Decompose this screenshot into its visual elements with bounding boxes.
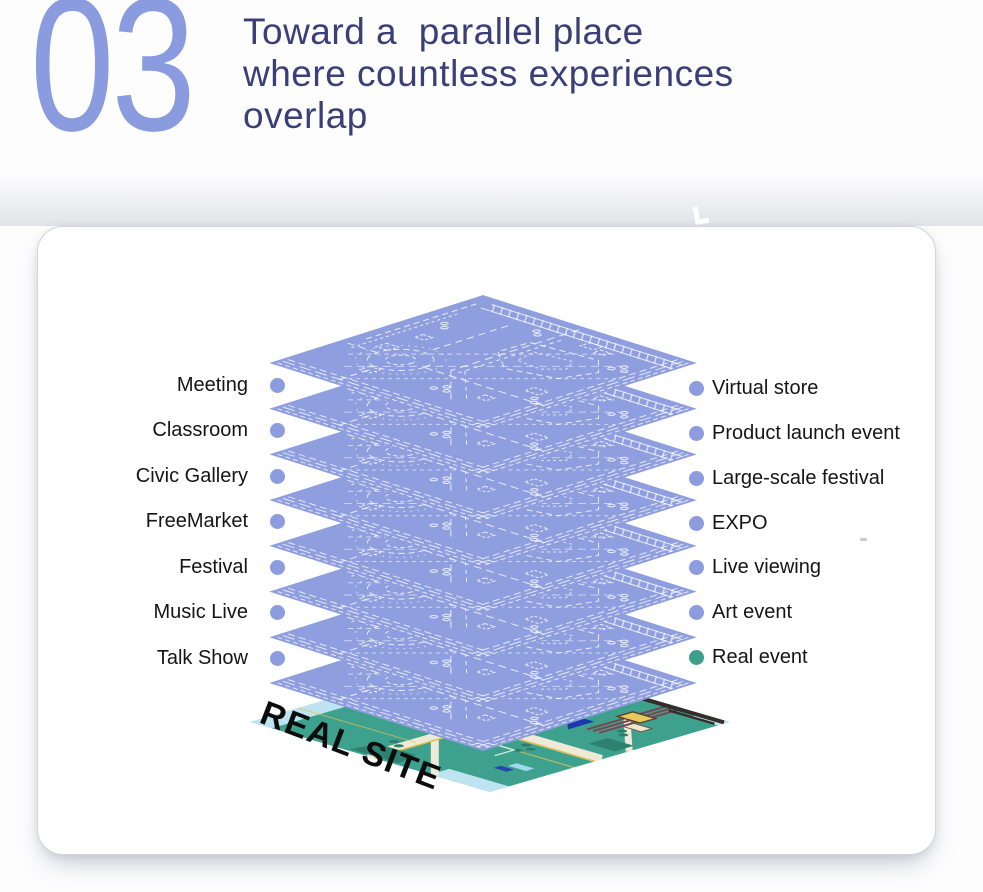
layer-label: Talk Show: [156, 647, 248, 669]
left-row: Civic Gallery: [136, 463, 285, 489]
layer-dot: [689, 470, 704, 486]
layer-dot: [689, 604, 704, 620]
right-row: Large-scale festival: [689, 465, 884, 491]
right-row: Virtual store: [689, 375, 818, 401]
layer-label: Festival: [179, 556, 248, 578]
right-row: Live viewing: [689, 554, 821, 580]
section-divider-shade: [0, 176, 983, 226]
layer-dot: [689, 515, 704, 531]
diagram-card: [37, 226, 936, 855]
speck-artifact: [860, 538, 867, 541]
layer-label: Real event: [712, 646, 808, 668]
layer-label: Virtual store: [712, 377, 819, 399]
layer-dot: [689, 425, 704, 441]
left-row: Festival: [179, 554, 285, 580]
layer-dot: [689, 380, 704, 396]
left-row: Talk Show: [157, 645, 285, 671]
layer-label: Large-scale festival: [712, 467, 885, 489]
layer-dot: [270, 513, 285, 529]
right-row: Real event: [689, 644, 808, 670]
layer-label: Civic Gallery: [135, 465, 248, 487]
layer-label: FreeMarket: [145, 510, 248, 532]
layer-dot: [270, 468, 285, 484]
layer-dot: [270, 377, 285, 393]
layer-label: Art event: [712, 601, 793, 623]
layer-label: Product launch event: [712, 422, 900, 444]
layer-label: Meeting: [176, 374, 248, 396]
layer-label: Classroom: [152, 419, 248, 441]
right-row: Product launch event: [689, 420, 900, 446]
layer-label: EXPO: [712, 512, 768, 534]
layer-dot: [270, 559, 285, 575]
page-title: Toward a parallel place where countless …: [243, 11, 734, 136]
layer-label: Live viewing: [712, 556, 821, 578]
layer-label: Music Live: [153, 601, 248, 623]
left-row: FreeMarket: [146, 508, 285, 534]
layer-dot: [689, 649, 704, 665]
layer-dot: [270, 650, 285, 666]
left-row: Classroom: [152, 417, 285, 443]
right-row: Art event: [689, 599, 792, 625]
layer-dot: [689, 559, 704, 575]
decorative-mark: [692, 204, 710, 226]
layer-dot: [270, 422, 285, 438]
left-row: Meeting: [177, 372, 285, 398]
section-number: 03: [30, 0, 196, 171]
layer-dot: [270, 604, 285, 620]
left-row: Music Live: [154, 599, 285, 625]
right-row: EXPO: [689, 510, 768, 536]
